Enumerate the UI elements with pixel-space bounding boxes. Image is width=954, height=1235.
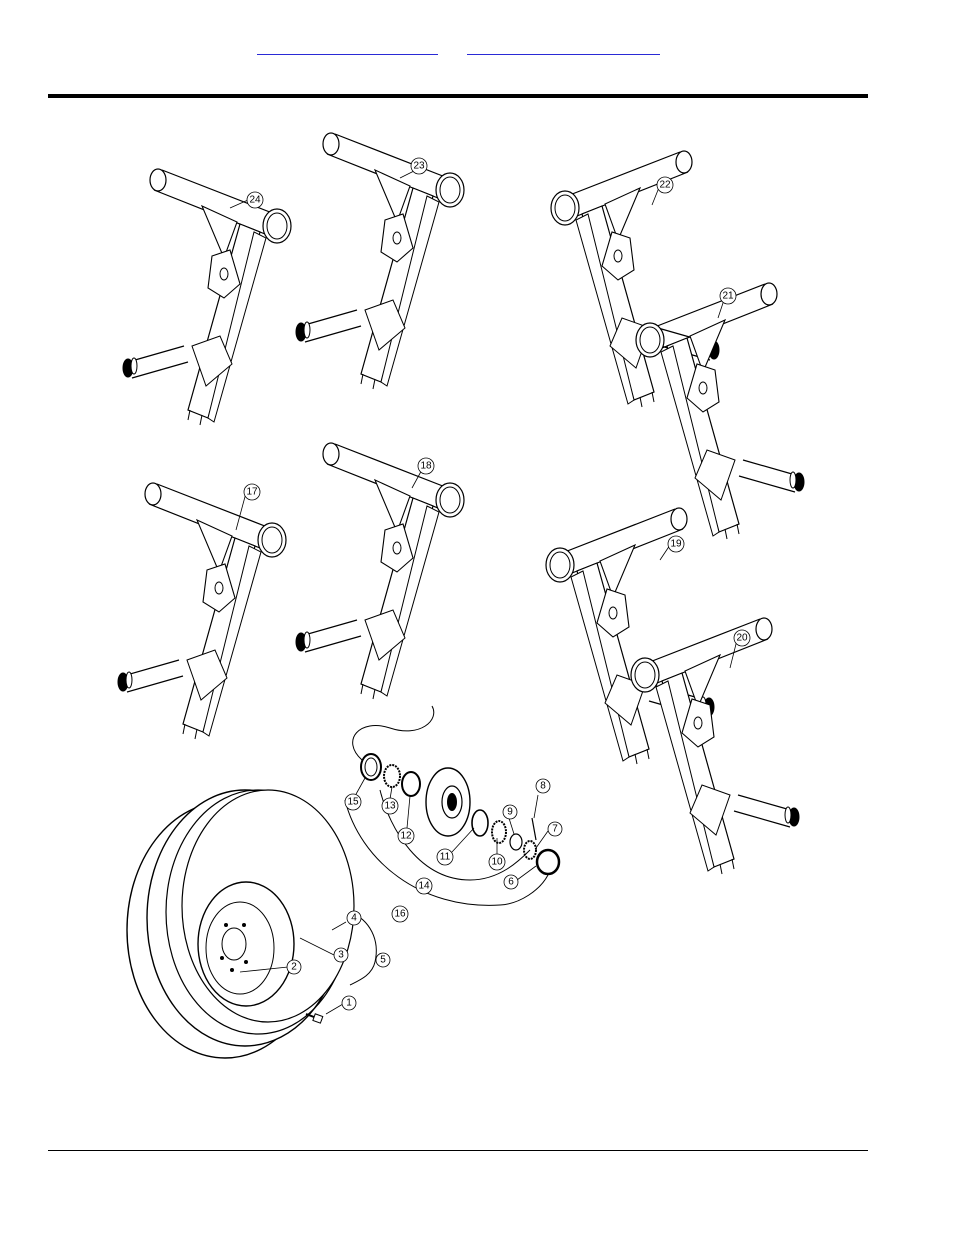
callout-20: 20 [736, 633, 748, 644]
callout-8: 8 [540, 781, 546, 792]
callout-11: 11 [440, 852, 451, 863]
callout-24: 24 [249, 195, 261, 206]
callout-23: 23 [413, 161, 425, 172]
callout-1: 1 [346, 998, 352, 1009]
callout-10: 10 [491, 857, 503, 868]
callout-4: 4 [351, 913, 357, 924]
callout-21: 21 [722, 291, 734, 302]
callout-19: 19 [670, 539, 682, 550]
callout-7: 7 [552, 824, 558, 835]
callout-9: 9 [507, 807, 513, 818]
callout-6: 6 [508, 877, 514, 888]
callout-14: 14 [418, 881, 430, 892]
callout-12: 12 [400, 831, 412, 842]
callout-2: 2 [291, 962, 297, 973]
callout-15: 15 [347, 797, 359, 808]
callout-17: 17 [246, 487, 258, 498]
callout-22: 22 [659, 180, 671, 191]
callout-18: 18 [420, 461, 432, 472]
callout-16: 16 [394, 909, 406, 920]
callout-5: 5 [380, 955, 386, 966]
callout-13: 13 [384, 801, 396, 812]
footer-rule [48, 1150, 868, 1151]
callout-3: 3 [338, 950, 344, 961]
